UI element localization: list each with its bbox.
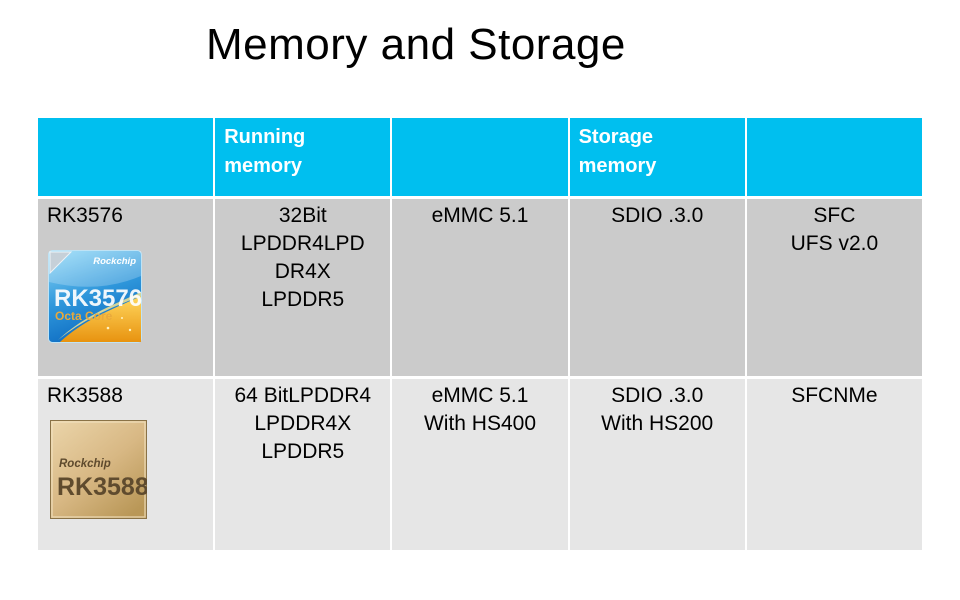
rockchip-logo-text: Rockchip — [59, 458, 111, 470]
rk3576-chip-image: Rockchip RK3576 Octa Core — [48, 250, 142, 343]
header-cell-blank-1 — [38, 118, 214, 196]
table-cell-rk3588-storage-other: SFCNMe — [746, 379, 922, 550]
table-cell-rk3588-emmc: eMMC 5.1 With HS400 — [392, 379, 568, 550]
memory-storage-table: Running memory Storage memory RK3576 — [38, 118, 922, 550]
chip-name-rk3588: RK3588 — [47, 384, 123, 407]
table-cell-rk3576-running-memory: 32Bit LPDDR4LPD DR4X LPDDR5 — [215, 199, 391, 376]
chip-model-text: RK3588 — [57, 473, 147, 501]
header-cell-running-memory: Running memory — [215, 118, 391, 196]
table-cell-rk3576-storage-other: SFC UFS v2.0 — [746, 199, 922, 376]
chip-model-text: RK3576 — [54, 285, 142, 312]
header-cell-blank-3 — [746, 118, 922, 196]
table-cell-rk3588-sdio: SDIO .3.0 With HS200 — [569, 379, 745, 550]
table-row-rk3576-name-cell: RK3576 Rockchip RK3576 — [38, 199, 214, 376]
page-title: Memory and Storage — [206, 20, 626, 69]
header-cell-blank-2 — [392, 118, 568, 196]
table-cell-rk3588-running-memory: 64 BitLPDDR4 LPDDR4X LPDDR5 — [215, 379, 391, 550]
rockchip-logo-text: Rockchip — [93, 256, 136, 267]
table-cell-rk3576-emmc: eMMC 5.1 — [392, 199, 568, 376]
header-cell-storage-memory: Storage memory — [569, 118, 745, 196]
table-cell-rk3576-sdio: SDIO .3.0 — [569, 199, 745, 376]
chip-name-rk3576: RK3576 — [47, 204, 123, 227]
chip-subtitle-text: Octa Core — [55, 309, 113, 323]
table-row-rk3588-name-cell: RK3588 Rockchip RK3588 — [38, 379, 214, 550]
rk3588-chip-image: Rockchip RK3588 — [50, 420, 147, 519]
